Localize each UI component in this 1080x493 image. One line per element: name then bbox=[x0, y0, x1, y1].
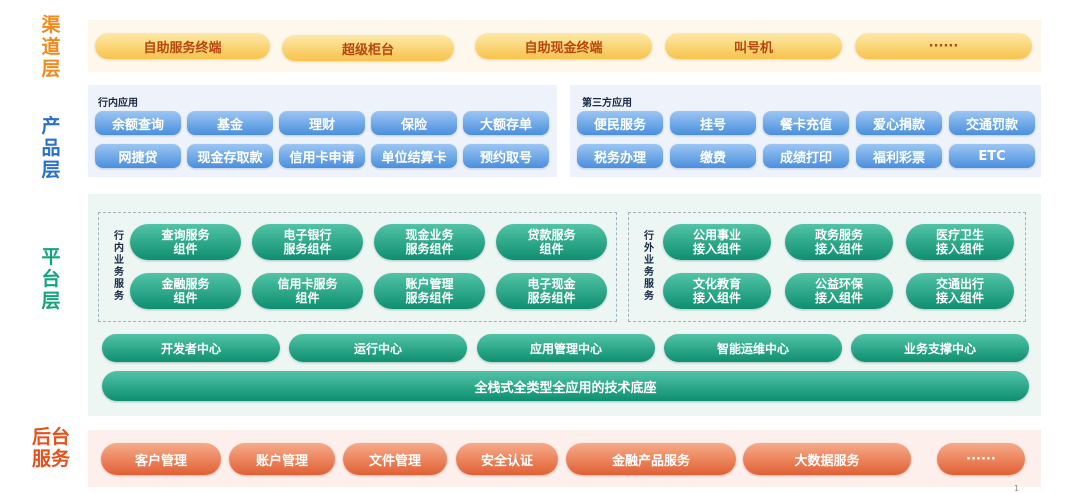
backend-service[interactable]: 金融产品服务 bbox=[566, 443, 736, 475]
platform-center[interactable]: 应用管理中心 bbox=[477, 334, 655, 362]
outer-access-component[interactable]: 文化教育接入组件 bbox=[663, 273, 771, 309]
third-party-apps-title: 第三方应用 bbox=[582, 98, 632, 109]
backend-label-line: 服务 bbox=[31, 448, 70, 470]
technical-base-bar[interactable]: 全栈式全类型全应用的技术底座 bbox=[102, 371, 1029, 401]
inhouse-app[interactable]: 理财 bbox=[279, 111, 365, 135]
third-party-app[interactable]: ETC bbox=[949, 144, 1035, 168]
channel-item[interactable]: 超级柜台 bbox=[282, 35, 454, 61]
backend-layer-label: 后台 服务 bbox=[28, 426, 74, 470]
third-party-app[interactable]: 成绩打印 bbox=[763, 144, 849, 168]
outer-access-component[interactable]: 政务服务接入组件 bbox=[785, 224, 893, 260]
inhouse-app[interactable]: 预约取号 bbox=[463, 144, 549, 168]
outer-business-group bbox=[628, 212, 1026, 322]
backend-service[interactable]: 客户管理 bbox=[101, 443, 221, 475]
backend-service[interactable]: 账户管理 bbox=[229, 443, 335, 475]
channel-item[interactable]: 叫号机 bbox=[665, 33, 842, 59]
outer-access-component[interactable]: 公益环保接入组件 bbox=[785, 273, 893, 309]
third-party-app[interactable]: 餐卡充值 bbox=[763, 111, 849, 135]
channel-layer-label: 渠 道 层 bbox=[38, 14, 64, 80]
platform-label-char: 台 bbox=[41, 268, 61, 290]
platform-center[interactable]: 业务支撑中心 bbox=[851, 334, 1029, 362]
backend-service[interactable]: 大数据服务 bbox=[743, 443, 911, 475]
inhouse-app[interactable]: 网捷贷 bbox=[95, 144, 181, 168]
inhouse-app[interactable]: 信用卡申请 bbox=[279, 144, 365, 168]
channel-item-more[interactable]: ······ bbox=[855, 33, 1032, 59]
inner-service-component[interactable]: 账户管理服务组件 bbox=[374, 273, 485, 309]
third-party-app[interactable]: 挂号 bbox=[670, 111, 756, 135]
product-label-char: 品 bbox=[41, 137, 61, 159]
channel-label-char: 道 bbox=[41, 36, 61, 58]
third-party-app[interactable]: 税务办理 bbox=[577, 144, 663, 168]
inner-business-group bbox=[98, 212, 617, 322]
inner-service-component[interactable]: 金融服务组件 bbox=[130, 273, 241, 309]
third-party-app[interactable]: 爱心捐款 bbox=[856, 111, 942, 135]
platform-label-char: 层 bbox=[41, 290, 61, 312]
inhouse-apps-title: 行内应用 bbox=[98, 98, 138, 109]
inner-service-component[interactable]: 查询服务组件 bbox=[130, 224, 241, 260]
third-party-app[interactable]: 便民服务 bbox=[577, 111, 663, 135]
inner-service-component[interactable]: 信用卡服务组件 bbox=[252, 273, 363, 309]
page-number: 1 bbox=[1014, 484, 1020, 493]
platform-center[interactable]: 开发者中心 bbox=[102, 334, 280, 362]
inner-business-label: 行 内 业 务 服 务 bbox=[114, 231, 124, 302]
inner-service-component[interactable]: 电子现金服务组件 bbox=[496, 273, 607, 309]
platform-layer-label: 平 台 层 bbox=[38, 246, 64, 312]
product-layer-label: 产 品 层 bbox=[38, 115, 64, 181]
platform-label-char: 平 bbox=[41, 246, 61, 268]
outer-business-label: 行 外 业 务 服 务 bbox=[644, 231, 654, 302]
third-party-app[interactable]: 交通罚款 bbox=[949, 111, 1035, 135]
product-label-char: 层 bbox=[41, 159, 61, 181]
outer-access-component[interactable]: 公用事业接入组件 bbox=[663, 224, 771, 260]
inhouse-app[interactable]: 保险 bbox=[371, 111, 457, 135]
backend-service[interactable]: 文件管理 bbox=[343, 443, 447, 475]
product-label-char: 产 bbox=[41, 115, 61, 137]
platform-center[interactable]: 智能运维中心 bbox=[664, 334, 842, 362]
third-party-app[interactable]: 缴费 bbox=[670, 144, 756, 168]
inner-service-component[interactable]: 现金业务服务组件 bbox=[374, 224, 485, 260]
inner-service-component[interactable]: 贷款服务组件 bbox=[496, 224, 607, 260]
channel-item[interactable]: 自助服务终端 bbox=[95, 33, 270, 59]
channel-label-char: 层 bbox=[41, 58, 61, 80]
inhouse-app[interactable]: 现金存取款 bbox=[187, 144, 273, 168]
platform-center[interactable]: 运行中心 bbox=[289, 334, 467, 362]
outer-access-component[interactable]: 交通出行接入组件 bbox=[906, 273, 1014, 309]
backend-service-more[interactable]: ······ bbox=[937, 443, 1025, 475]
outer-access-component[interactable]: 医疗卫生接入组件 bbox=[906, 224, 1014, 260]
inhouse-app[interactable]: 基金 bbox=[187, 111, 273, 135]
inhouse-app[interactable]: 单位结算卡 bbox=[371, 144, 457, 168]
channel-label-char: 渠 bbox=[41, 14, 61, 36]
third-party-app[interactable]: 福利彩票 bbox=[856, 144, 942, 168]
inhouse-app[interactable]: 大额存单 bbox=[463, 111, 549, 135]
backend-label-line: 后台 bbox=[31, 426, 70, 448]
inner-service-component[interactable]: 电子银行服务组件 bbox=[252, 224, 363, 260]
backend-service[interactable]: 安全认证 bbox=[456, 443, 558, 475]
inhouse-app[interactable]: 余额查询 bbox=[95, 111, 181, 135]
channel-item[interactable]: 自助现金终端 bbox=[475, 33, 652, 59]
